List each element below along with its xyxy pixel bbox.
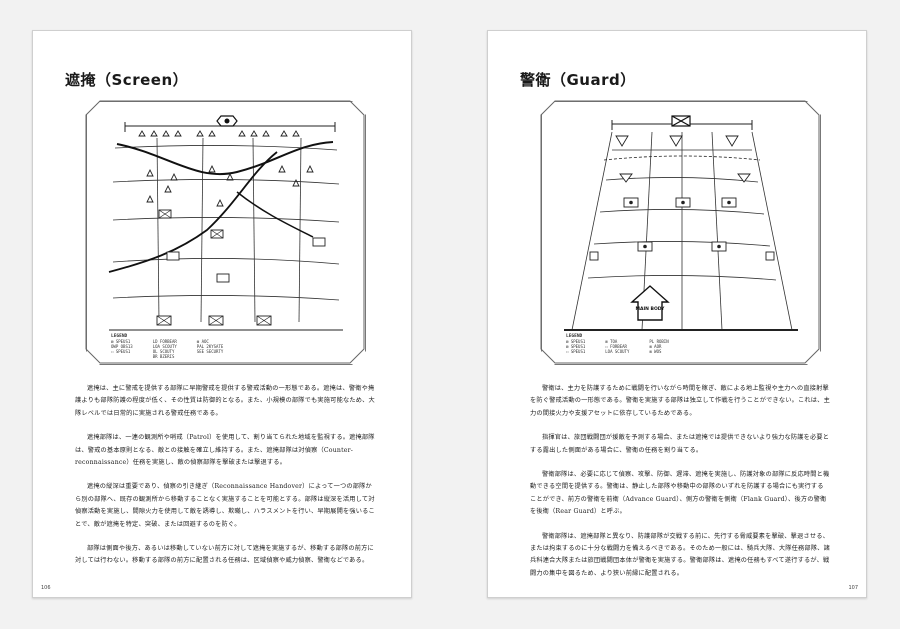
right-page-body: 警衛は、主力を防護するために戦闘を行いながら時間を稼ぎ、敵による地上監視や主力へ… [530, 383, 830, 592]
guard-diagram-graphic: MAIN BODY [542, 102, 820, 364]
paragraph: 警衛部隊は、遮掩部隊と異なり、防護部隊が交戦する前に、先行する脅威要素を撃破、撃… [530, 532, 830, 577]
left-page-body: 遮掩は、主に警戒を提供する部隊に早期警戒を提供する警戒活動の一形態である。遮掩は… [75, 383, 375, 580]
screen-diagram-graphic [87, 102, 365, 364]
legend-entry: SEE SECURTY [196, 349, 224, 354]
left-page-number: 106 [41, 585, 51, 591]
paragraph: 警衛は、主力を防護するために戦闘を行いながら時間を稼ぎ、敵による地上監視や主力へ… [530, 385, 830, 417]
right-page-number: 107 [848, 585, 858, 591]
left-figure-legend: LEGEND ⊠ SPEUS1 OWP OBS13 ☐ SPEUS1 LD FO… [111, 334, 351, 359]
screen-diagram: LEGEND ⊠ SPEUS1 OWP OBS13 ☐ SPEUS1 LD FO… [86, 101, 366, 365]
legend-entry: BR BZERIS [152, 354, 175, 359]
right-page-heading: 警衛（Guard） [520, 71, 636, 89]
paragraph: 遮掩は、主に警戒を提供する部隊に早期警戒を提供する警戒活動の一形態である。遮掩は… [75, 385, 375, 417]
guard-diagram: MAIN BODY LEGEND ⊠ SPEUS1 ⊠ SPEUS1 ☐ SPE… [541, 101, 821, 365]
right-figure-legend: LEGEND ⊠ SPEUS1 ⊠ SPEUS1 ☐ SPEUS1 ⊠ TOA … [566, 334, 806, 354]
legend-entry: ☐ SPEUS1 [566, 349, 586, 354]
legend-entry: ⊠ WOS [649, 349, 662, 354]
legend-entry: ☐ SPEUS1 [111, 349, 131, 354]
paragraph: 指揮官は、旅団戦闘団が援敵を予測する場合、または遮掩では提供できないより強力な防… [530, 434, 830, 454]
main-body-label: MAIN BODY [636, 306, 666, 312]
paragraph: 遮掩部隊は、一連の観測所や哨戒（Patrol）を使用して、割り当てられた地域を監… [75, 434, 375, 467]
paragraph: 警衛部隊は、必要に応じて偵察、攻撃、防御、遅滞、遮掩を実施し、防護対象の部隊に反… [530, 471, 830, 516]
right-page: 警衛（Guard） [487, 30, 867, 598]
legend-entry: LOA SCOUTY [605, 349, 630, 354]
paragraph: 部隊は側面や後方、あるいは移動していない前方に対して遮掩を実施するが、移動する部… [75, 545, 374, 565]
left-page: 遮掩（Screen） [32, 30, 412, 598]
left-page-heading: 遮掩（Screen） [65, 71, 189, 89]
paragraph: 遮掩の縦深は重要であり、偵察の引き継ぎ（Reconnaissance Hando… [75, 483, 375, 528]
